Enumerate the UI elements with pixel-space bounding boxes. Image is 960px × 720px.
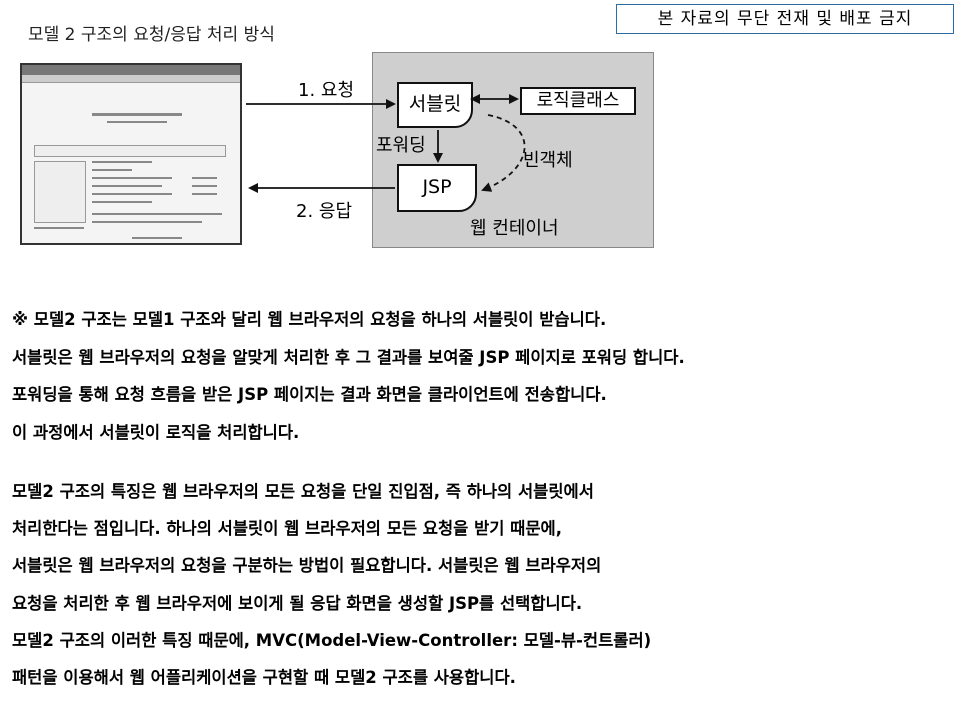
container-label: 웹 컨테이너 xyxy=(470,218,559,239)
paragraph-1-line-2: 서블릿은 웹 브라우저의 요청을 알맞게 처리한 후 그 결과를 보여줄 JSP… xyxy=(12,348,685,367)
response-label: 2. 응답 xyxy=(296,201,353,222)
web-container-box xyxy=(372,52,654,248)
logic-class-label: 로직클래스 xyxy=(536,90,620,111)
paragraph-2-line-5: 모델2 구조의 이러한 특징 때문에, MVC(Model-View-Contr… xyxy=(12,631,652,650)
paragraph-2-line-6: 패턴을 이용해서 웹 어플리케이션을 구현할 때 모델2 구조를 사용합니다. xyxy=(12,668,516,687)
bean-label: 빈객체 xyxy=(523,150,573,171)
paragraph-2-line-4: 요청을 처리한 후 웹 브라우저에 보이게 될 응답 화면을 생성할 JSP를 … xyxy=(12,594,583,613)
figure-title: 모델 2 구조의 요청/응답 처리 방식 xyxy=(28,25,275,45)
servlet-node: 서블릿 xyxy=(397,82,473,128)
copyright-notice: 본 자료의 무단 전재 및 배포 금지 xyxy=(616,4,954,34)
bean-dashed-arrow xyxy=(481,114,526,192)
paragraph-1-line-3: 포워딩을 통해 요청 흐름을 받은 JSP 페이지는 결과 화면을 클라이언트에… xyxy=(12,385,607,404)
paragraph-1-line-1: ※ 모델2 구조는 모델1 구조와 달리 웹 브라우저의 요청을 하나의 서블릿… xyxy=(12,310,607,329)
forwarding-label: 포워딩 xyxy=(376,135,426,156)
request-label: 1. 요청 xyxy=(298,80,355,101)
servlet-label: 서블릿 xyxy=(408,93,462,115)
paragraph-2-line-1: 모델2 구조의 특징은 웹 브라우저의 모든 요청을 단일 진입점, 즉 하나의… xyxy=(12,482,594,501)
jsp-label: JSP xyxy=(422,176,452,198)
logic-class-node: 로직클래스 xyxy=(520,87,636,115)
paragraph-2-line-2: 처리한다는 점입니다. 하나의 서블릿이 웹 브라우저의 모든 요청을 받기 때… xyxy=(12,519,562,538)
browser-screenshot-thumbnail xyxy=(20,63,242,245)
jsp-node: JSP xyxy=(397,164,477,212)
paragraph-1-line-4: 이 과정에서 서블릿이 로직을 처리합니다. xyxy=(12,423,300,442)
paragraph-2-line-3: 서블릿은 웹 브라우저의 요청을 구분하는 방법이 필요합니다. 서블릿은 웹 … xyxy=(12,556,602,575)
